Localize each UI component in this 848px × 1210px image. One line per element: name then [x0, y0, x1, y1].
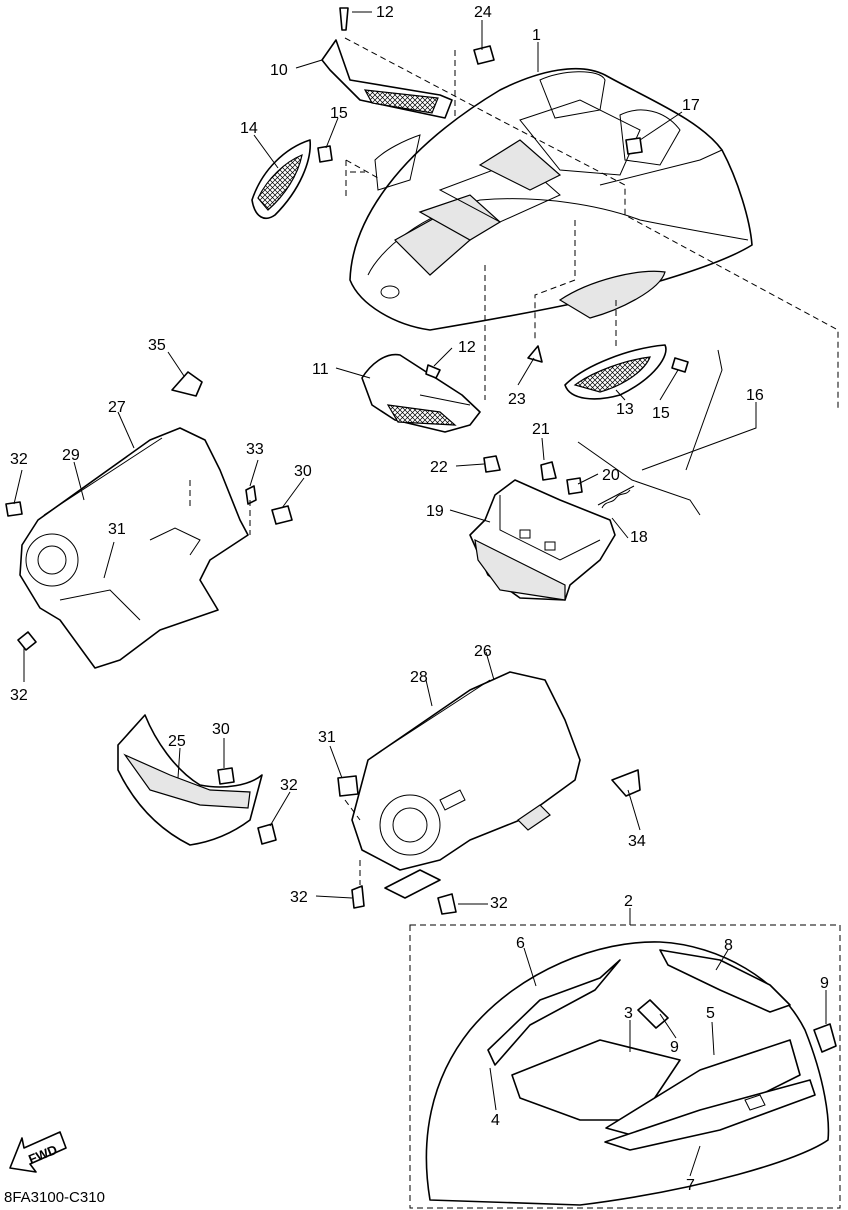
callout-21: 21: [532, 421, 550, 438]
callout-14: 14: [240, 120, 258, 137]
assembly-guide-lines: [189, 37, 839, 885]
callout-20: 20: [602, 467, 620, 484]
callout-24: 24: [474, 4, 492, 21]
callout-17: 17: [682, 97, 700, 114]
callout-10: 10: [270, 62, 288, 79]
callout-15a: 15: [330, 105, 348, 122]
right-side-cover-part: [351, 671, 581, 899]
leader-lines: [13, 11, 827, 1177]
hardware-parts: [5, 7, 723, 915]
callout-22: 22: [430, 459, 448, 476]
left-side-cover-part: [19, 427, 249, 669]
air-duct-upper-part: [321, 39, 453, 119]
diagram-code: 8FA3100-C310: [4, 1189, 105, 1206]
callout-9b: 9: [670, 1039, 679, 1056]
callout-28: 28: [410, 669, 428, 686]
sub-assembly-frame: [409, 924, 841, 1209]
callout-32e: 32: [490, 895, 508, 912]
callout-12b: 12: [458, 339, 476, 356]
callout-6: 6: [516, 935, 525, 952]
callout-16: 16: [746, 387, 764, 404]
callout-29: 29: [62, 447, 80, 464]
callout-2: 2: [624, 893, 633, 910]
callout-27: 27: [108, 399, 126, 416]
front-cowling-part: [349, 67, 753, 331]
callout-25: 25: [168, 733, 186, 750]
callout-31a: 31: [108, 521, 126, 538]
callout-35: 35: [148, 337, 166, 354]
callout-32d: 32: [290, 889, 308, 906]
callout-26: 26: [474, 643, 492, 660]
callout-labels: 1 2 3 4 5 6 7 8 9 9 10 11 12 12 13 14 15…: [10, 4, 829, 1194]
meter-bracket-part: [469, 479, 616, 601]
callout-3: 3: [624, 1005, 633, 1022]
callout-31b: 31: [318, 729, 336, 746]
callout-1: 1: [532, 27, 541, 44]
callout-7: 7: [686, 1177, 695, 1194]
callout-23: 23: [508, 391, 526, 408]
callout-32c: 32: [280, 777, 298, 794]
under-cowl-part: [117, 714, 263, 846]
callout-33: 33: [246, 441, 264, 458]
air-duct-lower-part: [361, 353, 481, 433]
fwd-arrow-icon: [9, 1131, 67, 1173]
callout-4: 4: [491, 1112, 500, 1129]
callout-11: 11: [312, 361, 329, 378]
inner-panel-part: [425, 941, 837, 1206]
callout-8: 8: [724, 937, 733, 954]
callout-9a: 9: [820, 975, 829, 992]
callout-32a: 32: [10, 451, 28, 468]
inlet-mesh-part: [251, 139, 311, 219]
callout-15b: 15: [652, 405, 670, 422]
callout-34: 34: [628, 833, 646, 850]
callout-30b: 30: [212, 721, 230, 738]
callout-12a: 12: [376, 4, 394, 21]
inlet-mesh-right-part: [564, 344, 667, 400]
callout-30a: 30: [294, 463, 312, 480]
callout-18: 18: [630, 529, 648, 546]
callout-5: 5: [706, 1005, 715, 1022]
callout-13: 13: [616, 401, 634, 418]
callout-19: 19: [426, 503, 444, 520]
callout-32b: 32: [10, 687, 28, 704]
